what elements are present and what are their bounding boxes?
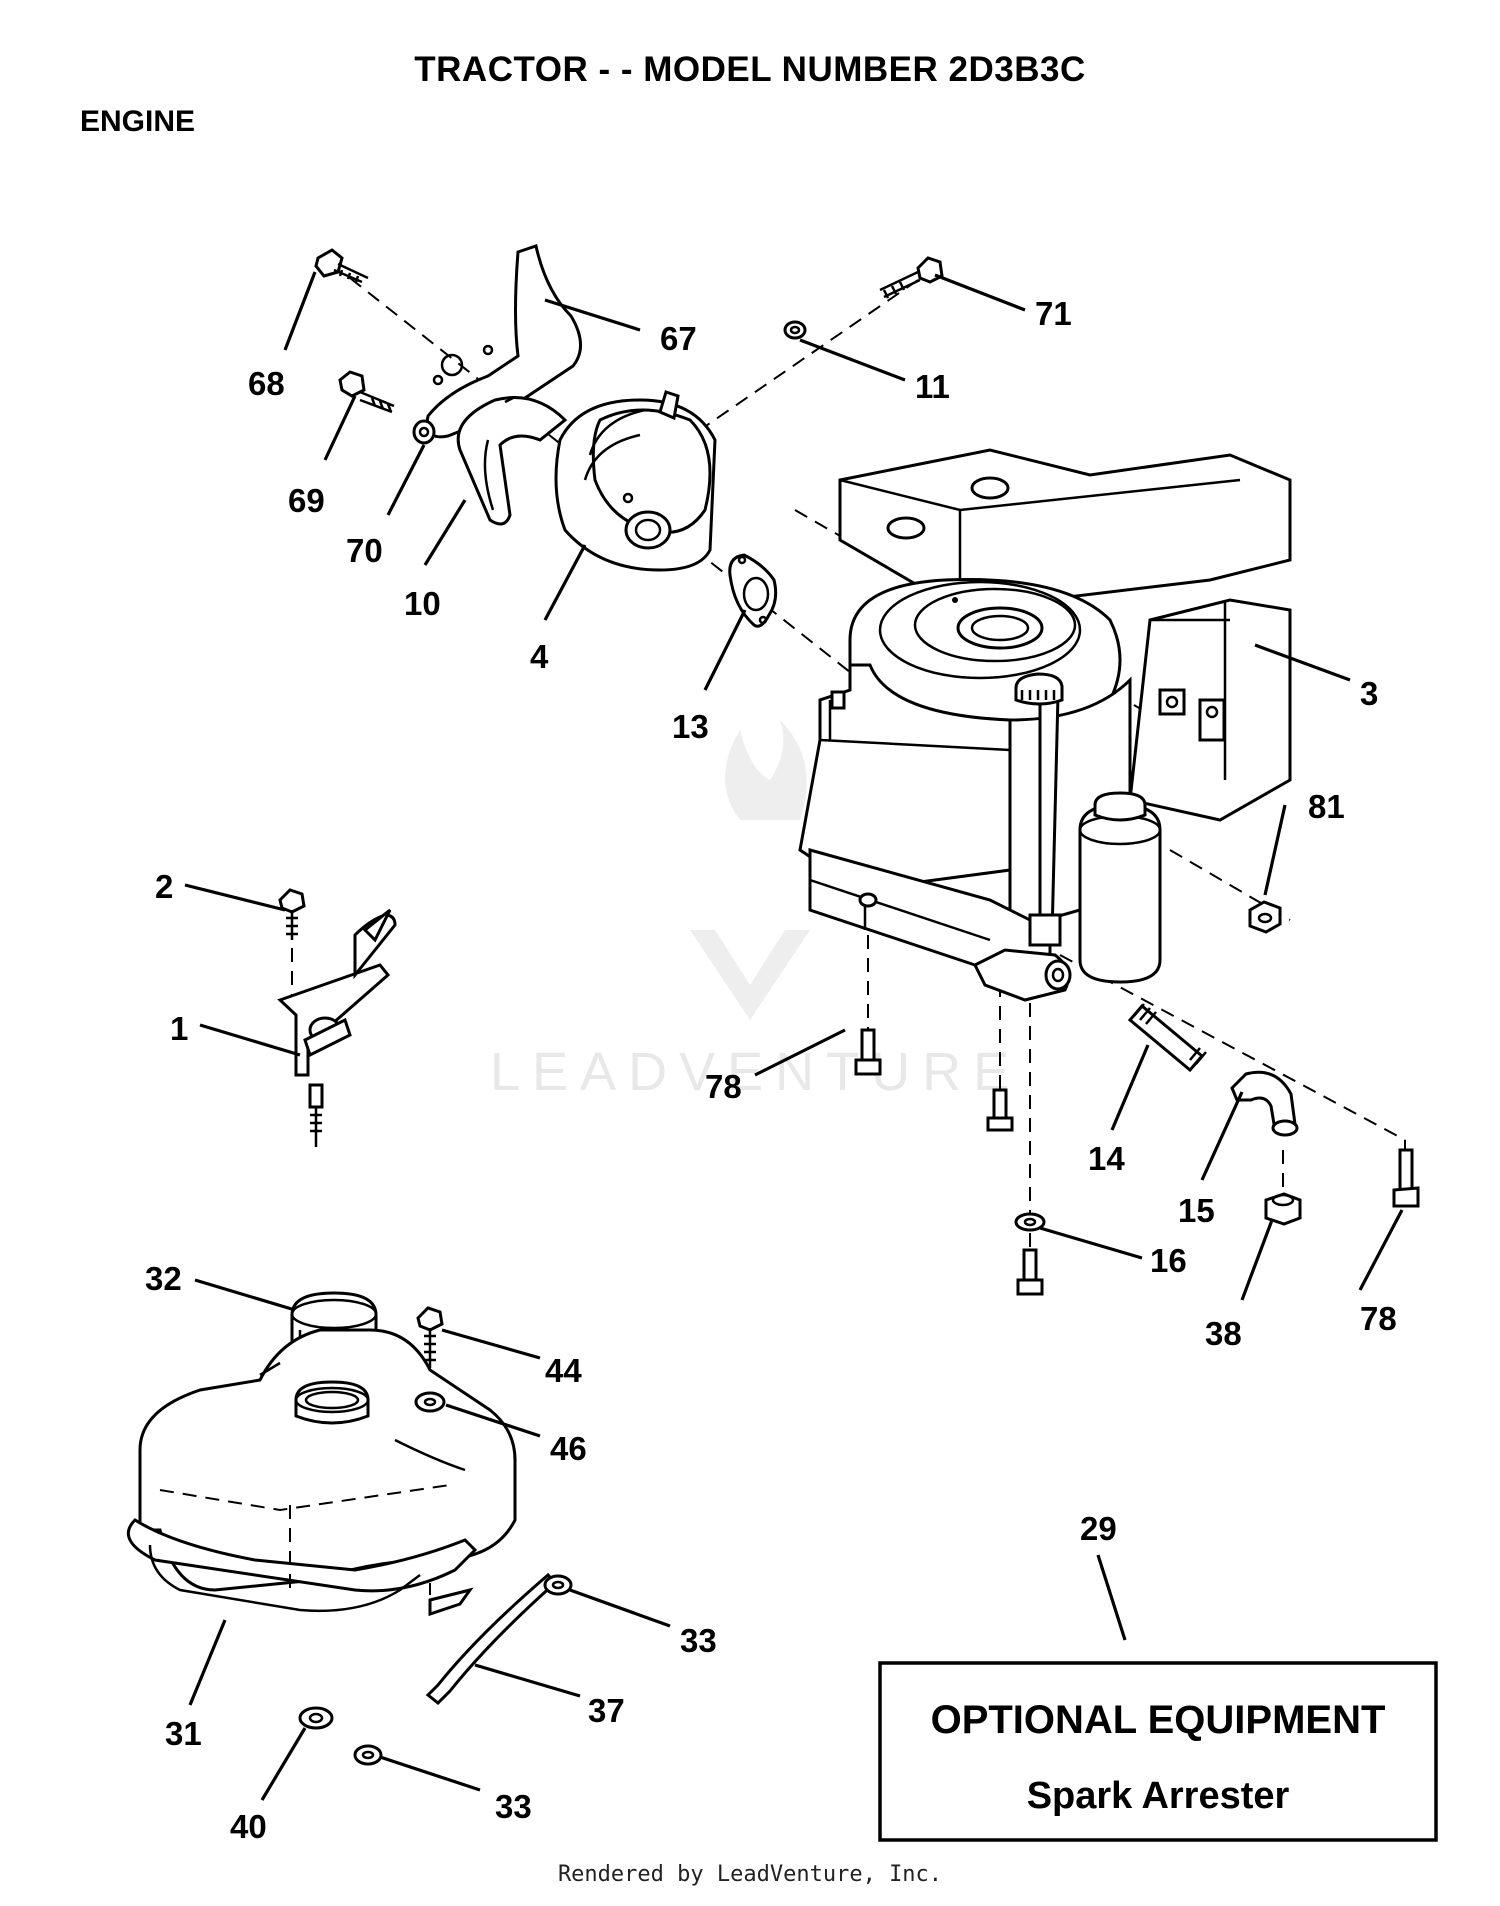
part-68-screw: [314, 248, 369, 284]
part-31-fuel-tank: [126, 1328, 517, 1617]
callout-44: 44: [545, 1352, 582, 1389]
part-38-drain-plug: [1264, 1192, 1302, 1226]
callout-78-group: 78: [705, 1068, 742, 1105]
part-37-fuel-line: [425, 1572, 558, 1706]
part-69-bolt: [338, 370, 395, 414]
section-heading: ENGINE: [80, 105, 196, 138]
callout-29: 29: [1080, 1510, 1117, 1547]
part-67-heat-shield: [425, 244, 582, 439]
callout-1: 1: [170, 1010, 188, 1047]
part-16-washer: [1014, 1212, 1046, 1232]
part-46-washer: [414, 1391, 446, 1413]
callout-33-upper: 33: [680, 1622, 717, 1659]
watermark-text: LEADVENTURE: [490, 1042, 1021, 1102]
part-33-clamps: [353, 1574, 573, 1766]
part-3-engine: [798, 448, 1292, 1002]
callout-3: 3: [1360, 675, 1378, 712]
leader-lines: [184, 271, 1404, 1801]
callout-4: 4: [530, 638, 549, 675]
callout-38: 38: [1205, 1315, 1242, 1352]
callout-68: 68: [248, 365, 285, 402]
callout-70: 70: [346, 532, 383, 569]
optional-equipment-heading: OPTIONAL EQUIPMENT: [931, 1698, 1386, 1742]
callout-2: 2: [155, 868, 173, 905]
part-70-washer: [412, 419, 436, 445]
callout-32: 32: [145, 1260, 182, 1297]
part-81-nut: [1248, 900, 1282, 934]
callout-16: 16: [1150, 1242, 1187, 1279]
callout-11: 11: [915, 368, 950, 405]
callout-33-lower: 33: [495, 1788, 532, 1825]
part-40-grommet: [298, 1706, 334, 1730]
callout-67: 67: [660, 320, 697, 357]
callout-14: 14: [1088, 1140, 1125, 1177]
callout-40: 40: [230, 1808, 267, 1845]
part-44-screw: [416, 1306, 444, 1368]
callout-labels: 68 67 71 11 69 70 10 4 13 3 81 2 1 78 14…: [145, 295, 1397, 1845]
part-10-muffler-shield: [456, 395, 568, 526]
callout-37: 37: [588, 1692, 625, 1729]
callout-13: 13: [672, 708, 709, 745]
part-11-lock-washer: [783, 320, 807, 340]
callout-78: 78: [1360, 1300, 1397, 1337]
part-14-pipe-nipple: [1127, 1003, 1207, 1073]
part-78-bolts: [854, 1028, 1420, 1296]
callout-81: 81: [1308, 788, 1345, 825]
footer-credit: Rendered by LeadVenture, Inc.: [557, 1862, 943, 1887]
page-title: TRACTOR - - MODEL NUMBER 2D3B3C: [414, 50, 1086, 89]
part-1-throttle-control: [277, 908, 397, 1147]
part-2-screw: [278, 888, 306, 940]
part-13-gasket: [728, 553, 778, 628]
part-71-bolt: [879, 256, 944, 299]
callout-69: 69: [288, 482, 325, 519]
callout-10: 10: [404, 585, 441, 622]
leadventure-watermark: LEADVENTURE: [490, 720, 1021, 1102]
optional-equipment-item: Spark Arrester: [1027, 1775, 1290, 1817]
part-4-muffler: [554, 390, 717, 572]
optional-equipment-box: OPTIONAL EQUIPMENT Spark Arrester: [878, 1661, 1438, 1842]
callout-15: 15: [1178, 1192, 1215, 1229]
part-15-elbow: [1230, 1070, 1299, 1137]
callout-46: 46: [550, 1430, 587, 1467]
callout-31: 31: [165, 1715, 202, 1752]
callout-71: 71: [1035, 295, 1072, 332]
